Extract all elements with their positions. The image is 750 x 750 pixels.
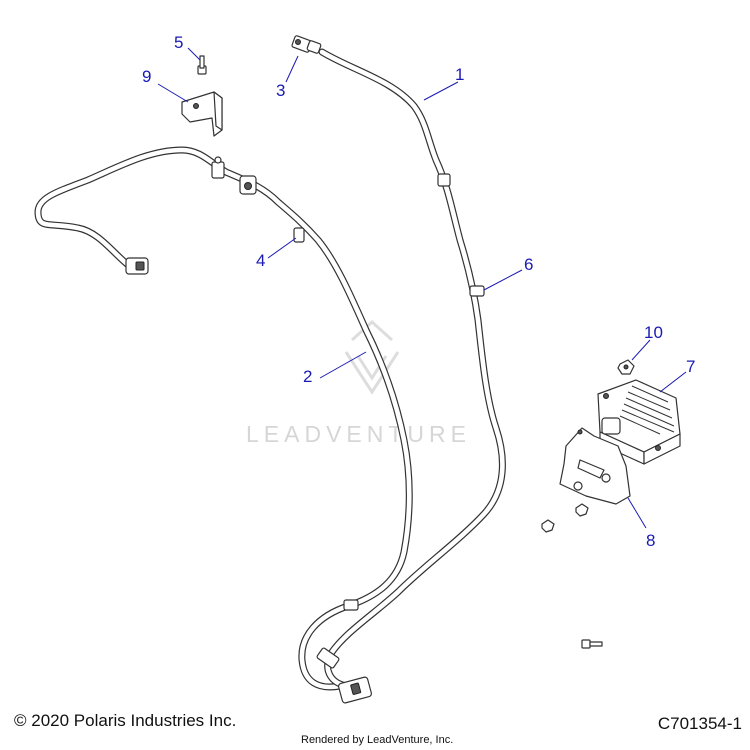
tube-part-2 bbox=[34, 146, 413, 691]
callout-8: 8 bbox=[646, 531, 655, 550]
tube-tee-fitting bbox=[211, 156, 257, 195]
diagram-reference-code: C701354-1 bbox=[657, 714, 742, 733]
tube-connector-left bbox=[125, 257, 149, 275]
callout-4: 4 bbox=[256, 251, 265, 270]
callout-3: 3 bbox=[276, 81, 285, 100]
callout-6: 6 bbox=[524, 255, 533, 274]
tube-part-1 bbox=[316, 48, 506, 704]
copyright-text: © 2020 Polaris Industries Inc. bbox=[14, 711, 237, 730]
tube-clip-6 bbox=[469, 285, 485, 297]
callout-5: 5 bbox=[174, 33, 183, 52]
plate-part-8 bbox=[559, 427, 631, 505]
nut-small-right bbox=[575, 503, 589, 517]
module-connector bbox=[601, 417, 621, 435]
callouts: 1 2 3 4 5 6 7 8 9 10 bbox=[142, 33, 695, 550]
callout-1: 1 bbox=[455, 65, 464, 84]
callout-7: 7 bbox=[686, 357, 695, 376]
watermark-text: LEADVENTURE bbox=[246, 421, 471, 447]
bolt-part-5 bbox=[197, 55, 207, 75]
tube-clip-1 bbox=[437, 173, 451, 187]
watermark: LEADVENTURE bbox=[246, 319, 471, 447]
nut-part-10 bbox=[617, 359, 635, 375]
tube-clip-upper bbox=[293, 227, 305, 243]
bolt-small-bottom bbox=[581, 639, 603, 649]
callout-9: 9 bbox=[142, 67, 151, 86]
tube-clip-lower bbox=[343, 599, 359, 611]
module-part-7 bbox=[597, 379, 681, 465]
fitting-part-3 bbox=[291, 35, 322, 54]
module-cooling-fins bbox=[619, 385, 675, 435]
callout-10: 10 bbox=[644, 323, 663, 342]
bracket-part-9 bbox=[181, 91, 223, 137]
rendered-by-text: Rendered by LeadVenture, Inc. bbox=[301, 734, 454, 746]
tube-bottom-connector bbox=[316, 647, 373, 704]
callout-2: 2 bbox=[303, 367, 312, 386]
leader-lines bbox=[157, 47, 687, 529]
nut-small-left bbox=[541, 519, 555, 533]
